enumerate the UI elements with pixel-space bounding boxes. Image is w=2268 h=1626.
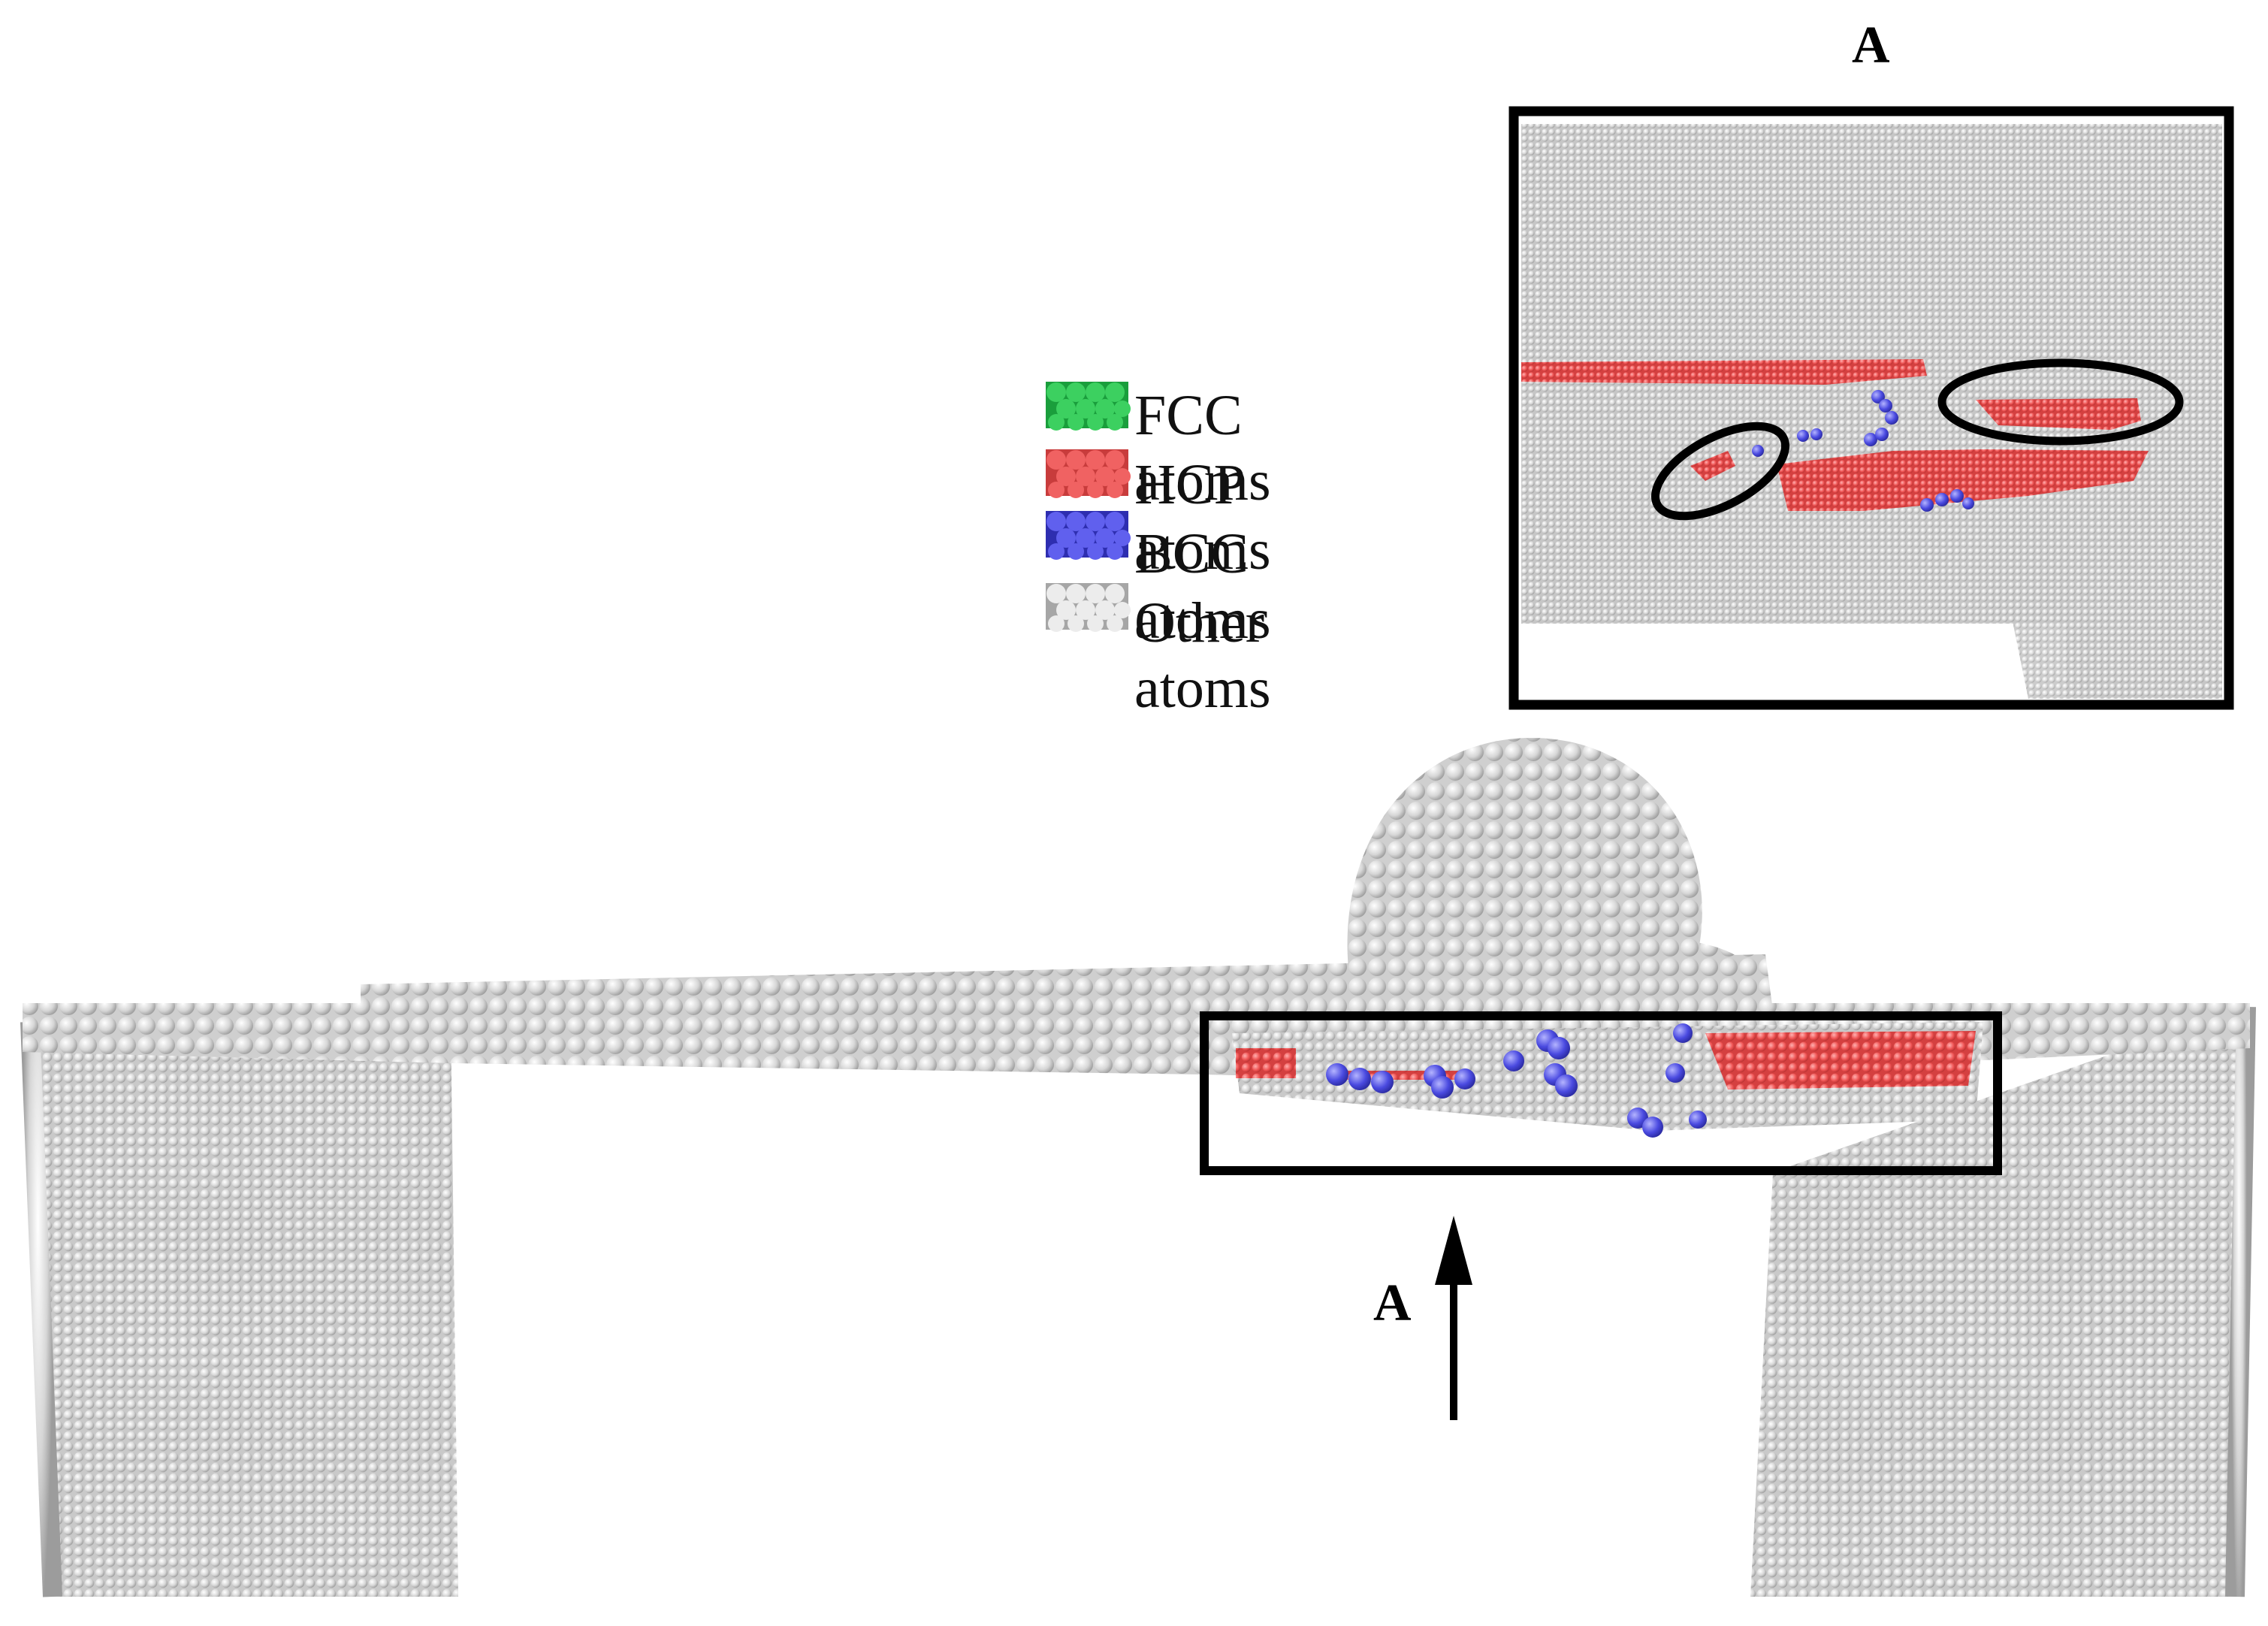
inset-hcp-patch-right (1976, 398, 2141, 430)
inset-hcp-band-lower (1777, 449, 2149, 511)
main-structure (20, 737, 2256, 1597)
region-a-frame (1200, 1011, 2002, 1175)
other-atoms-swatch-icon (1046, 583, 1131, 632)
spherical-particle (1347, 737, 1702, 969)
hcp-region-small (1236, 1048, 1296, 1078)
hcp-region-large (1705, 1031, 1976, 1090)
left-pillar-edge (20, 1021, 62, 1597)
inset-view-a (1508, 106, 2234, 710)
view-direction-arrow (1435, 1216, 1472, 1420)
inset-highlight-ellipse-right (1937, 358, 2184, 446)
inset-gap (1521, 625, 2028, 699)
left-pillar (30, 1022, 458, 1597)
inset-hcp-band-upper (1521, 359, 1927, 385)
bcc-atoms-main (1326, 1023, 1707, 1138)
arrow-view-label: A (1373, 1274, 1412, 1332)
bcc-atoms-swatch-icon (1046, 511, 1131, 560)
legend-label: HCP atoms (1134, 453, 1271, 582)
legend-label: Other atoms (1134, 591, 1271, 720)
legend-label: FCC atoms (1134, 384, 1271, 512)
inset-view-label: A (1852, 17, 1890, 74)
slab-layer (361, 954, 1773, 1029)
inset-frame (1508, 106, 2234, 710)
right-pillar-edge (2225, 1006, 2256, 1597)
legend-label: BCC atoms (1134, 522, 1271, 651)
hcp-atoms-swatch-icon (1046, 449, 1131, 498)
fcc-atoms-swatch-icon (1046, 382, 1131, 431)
bcc-atoms-inset (1752, 390, 1974, 512)
legend-swatches (1046, 382, 1131, 632)
inset-highlight-ellipse-left (1651, 422, 1789, 521)
right-pillar (1750, 1007, 2246, 1597)
